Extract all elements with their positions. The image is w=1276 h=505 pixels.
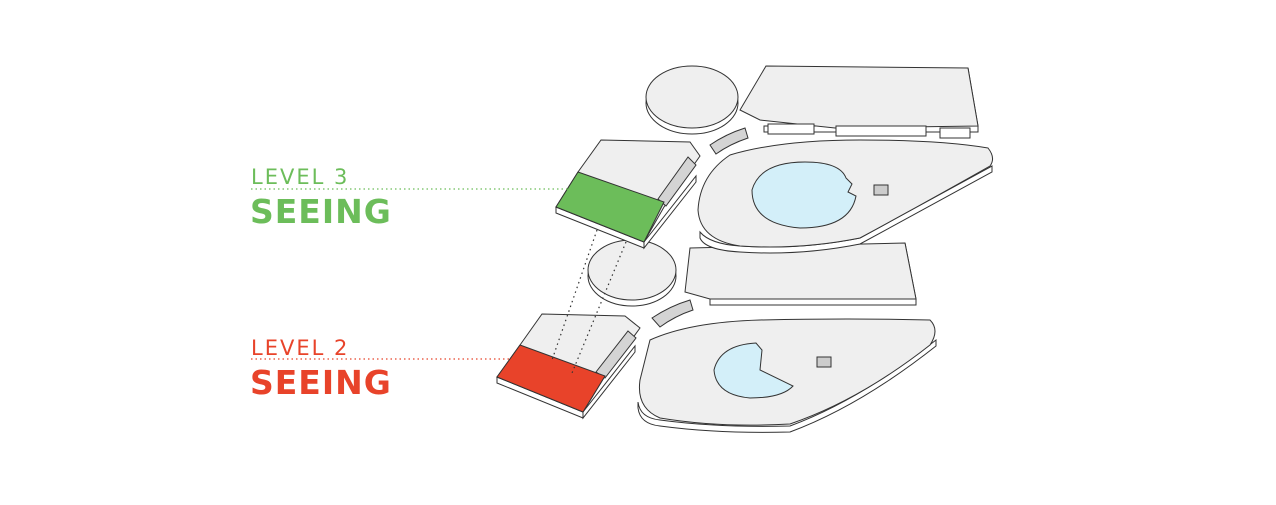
level-3-opening-c <box>939 127 971 139</box>
level-2-courtyard-plate <box>637 318 937 433</box>
level-3-small-box <box>873 184 889 196</box>
level-2-ramp <box>595 330 637 379</box>
level-3-curved-wall <box>709 127 749 155</box>
level-3-north-wing <box>739 65 979 139</box>
level-2-small-box <box>816 356 832 368</box>
level-2-number-label: LEVEL 2 <box>251 336 350 360</box>
level-3-name-label: SEEING <box>250 192 392 231</box>
level-3-opening-a <box>767 123 815 135</box>
level-3-opening-b <box>835 125 927 137</box>
level-2-pool <box>713 342 794 399</box>
level-3-pool <box>751 161 857 229</box>
level-2-plate <box>496 239 937 433</box>
level-2-round-room <box>587 239 677 307</box>
level-connector-right <box>571 241 627 374</box>
level-3-ramp <box>657 156 697 207</box>
level-2-curved-wall <box>651 299 694 328</box>
level-3-round-room <box>645 65 739 135</box>
level-3-plate <box>555 65 994 254</box>
level-2-name-label: SEEING <box>250 363 392 402</box>
level-3-seeing-room <box>555 171 665 243</box>
level-2-seeing-room <box>496 344 606 413</box>
level-2-north-wing <box>684 242 917 306</box>
level-3-number-label: LEVEL 3 <box>251 165 350 189</box>
